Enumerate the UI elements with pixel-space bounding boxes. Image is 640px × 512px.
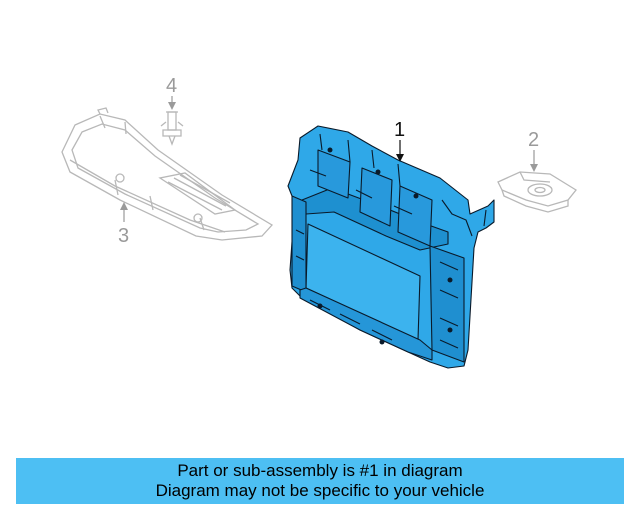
banner-line-2: Diagram may not be specific to your vehi… [155,481,485,500]
callout-3[interactable]: 3 [118,225,129,247]
parts-diagram: 1 2 3 4 [61,75,577,369]
banner-line-1: Part or sub-assembly is #1 in diagram [177,461,463,480]
part-1-radiator-support[interactable] [287,125,495,369]
callout-1[interactable]: 1 [394,119,405,141]
callout-4[interactable]: 4 [166,75,177,97]
leader-4-arrow [168,102,176,110]
part-3-upper-cover[interactable] [61,107,274,241]
info-banner: Part or sub-assembly is #1 in diagram Di… [16,458,624,504]
part-2-bracket[interactable] [497,171,577,213]
leader-1-arrow [396,154,404,162]
leader-2-arrow [530,164,538,172]
callout-leaders [120,96,538,222]
leader-3-arrow [120,202,128,210]
callout-2[interactable]: 2 [528,129,539,151]
part-4-clip[interactable] [160,111,184,146]
